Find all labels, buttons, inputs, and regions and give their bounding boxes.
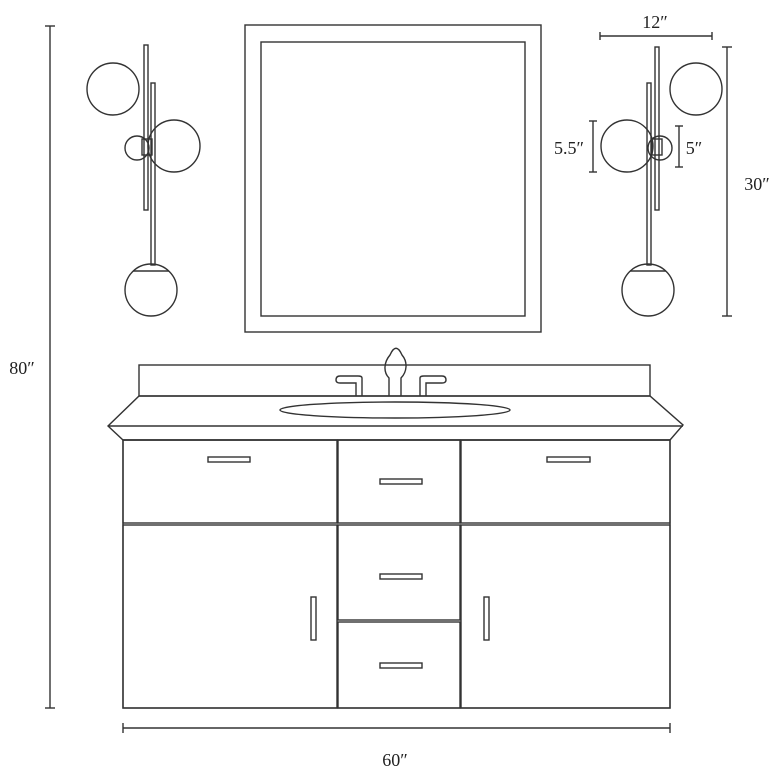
- sconce-height-label: 30″: [744, 174, 770, 194]
- sconce-width-label: 12″: [642, 12, 668, 32]
- left-sconce: [86, 44, 201, 317]
- globe-diameter-label: 5.5″: [554, 138, 584, 158]
- faucet-spout: [384, 347, 407, 396]
- backsplash: [138, 364, 651, 397]
- right-sconce: [600, 46, 723, 317]
- sconce-rod: [150, 82, 156, 266]
- backplate-diameter-label: 5″: [686, 138, 703, 158]
- drawer-pull: [379, 478, 423, 485]
- drawer-top-left[interactable]: [122, 439, 338, 524]
- sconce-rod: [646, 82, 652, 266]
- drawer-center-top[interactable]: [337, 439, 461, 524]
- globe: [621, 263, 675, 317]
- door-left[interactable]: [122, 524, 338, 709]
- globe: [147, 119, 201, 173]
- drawer-top-right[interactable]: [460, 439, 671, 524]
- sconce-backplate: [647, 135, 673, 161]
- sconce-rod: [654, 46, 660, 211]
- globe: [124, 263, 178, 317]
- drawer-center-middle[interactable]: [337, 524, 461, 621]
- drawer-pull: [379, 573, 423, 580]
- mirror-glass: [260, 41, 526, 317]
- vanity-width-label: 60″: [382, 750, 408, 770]
- globe: [669, 62, 723, 116]
- sconce-socket: [651, 138, 663, 156]
- drawer-center-bottom[interactable]: [337, 621, 461, 709]
- drawer-pull: [379, 662, 423, 669]
- faucet-handle-right: [419, 375, 447, 396]
- dimension-backplate-diameter: 5″: [675, 125, 703, 168]
- door-pull: [483, 596, 490, 641]
- door-pull: [310, 596, 317, 641]
- mirror: [244, 24, 542, 333]
- dimension-globe-diameter: 5.5″: [554, 120, 597, 173]
- globe: [86, 62, 140, 116]
- mirror-frame: [244, 24, 542, 333]
- door-right[interactable]: [460, 524, 671, 709]
- drawer-pull: [207, 456, 251, 463]
- total-height-label: 80″: [9, 358, 35, 378]
- vanity: [106, 347, 684, 709]
- globe: [600, 119, 654, 173]
- dimension-vanity-width: 60″: [122, 723, 671, 770]
- dimension-sconce-width: 12″: [599, 12, 713, 40]
- sink-basin: [279, 401, 511, 419]
- sconce-socket: [141, 138, 153, 156]
- sconce-rod: [143, 44, 149, 211]
- sconce-backplate: [124, 135, 150, 161]
- faucet-handle-left: [335, 375, 363, 396]
- dimension-sconce-height: 30″: [722, 46, 770, 317]
- dimension-total-height: 80″: [9, 25, 55, 709]
- drawer-pull: [546, 456, 591, 463]
